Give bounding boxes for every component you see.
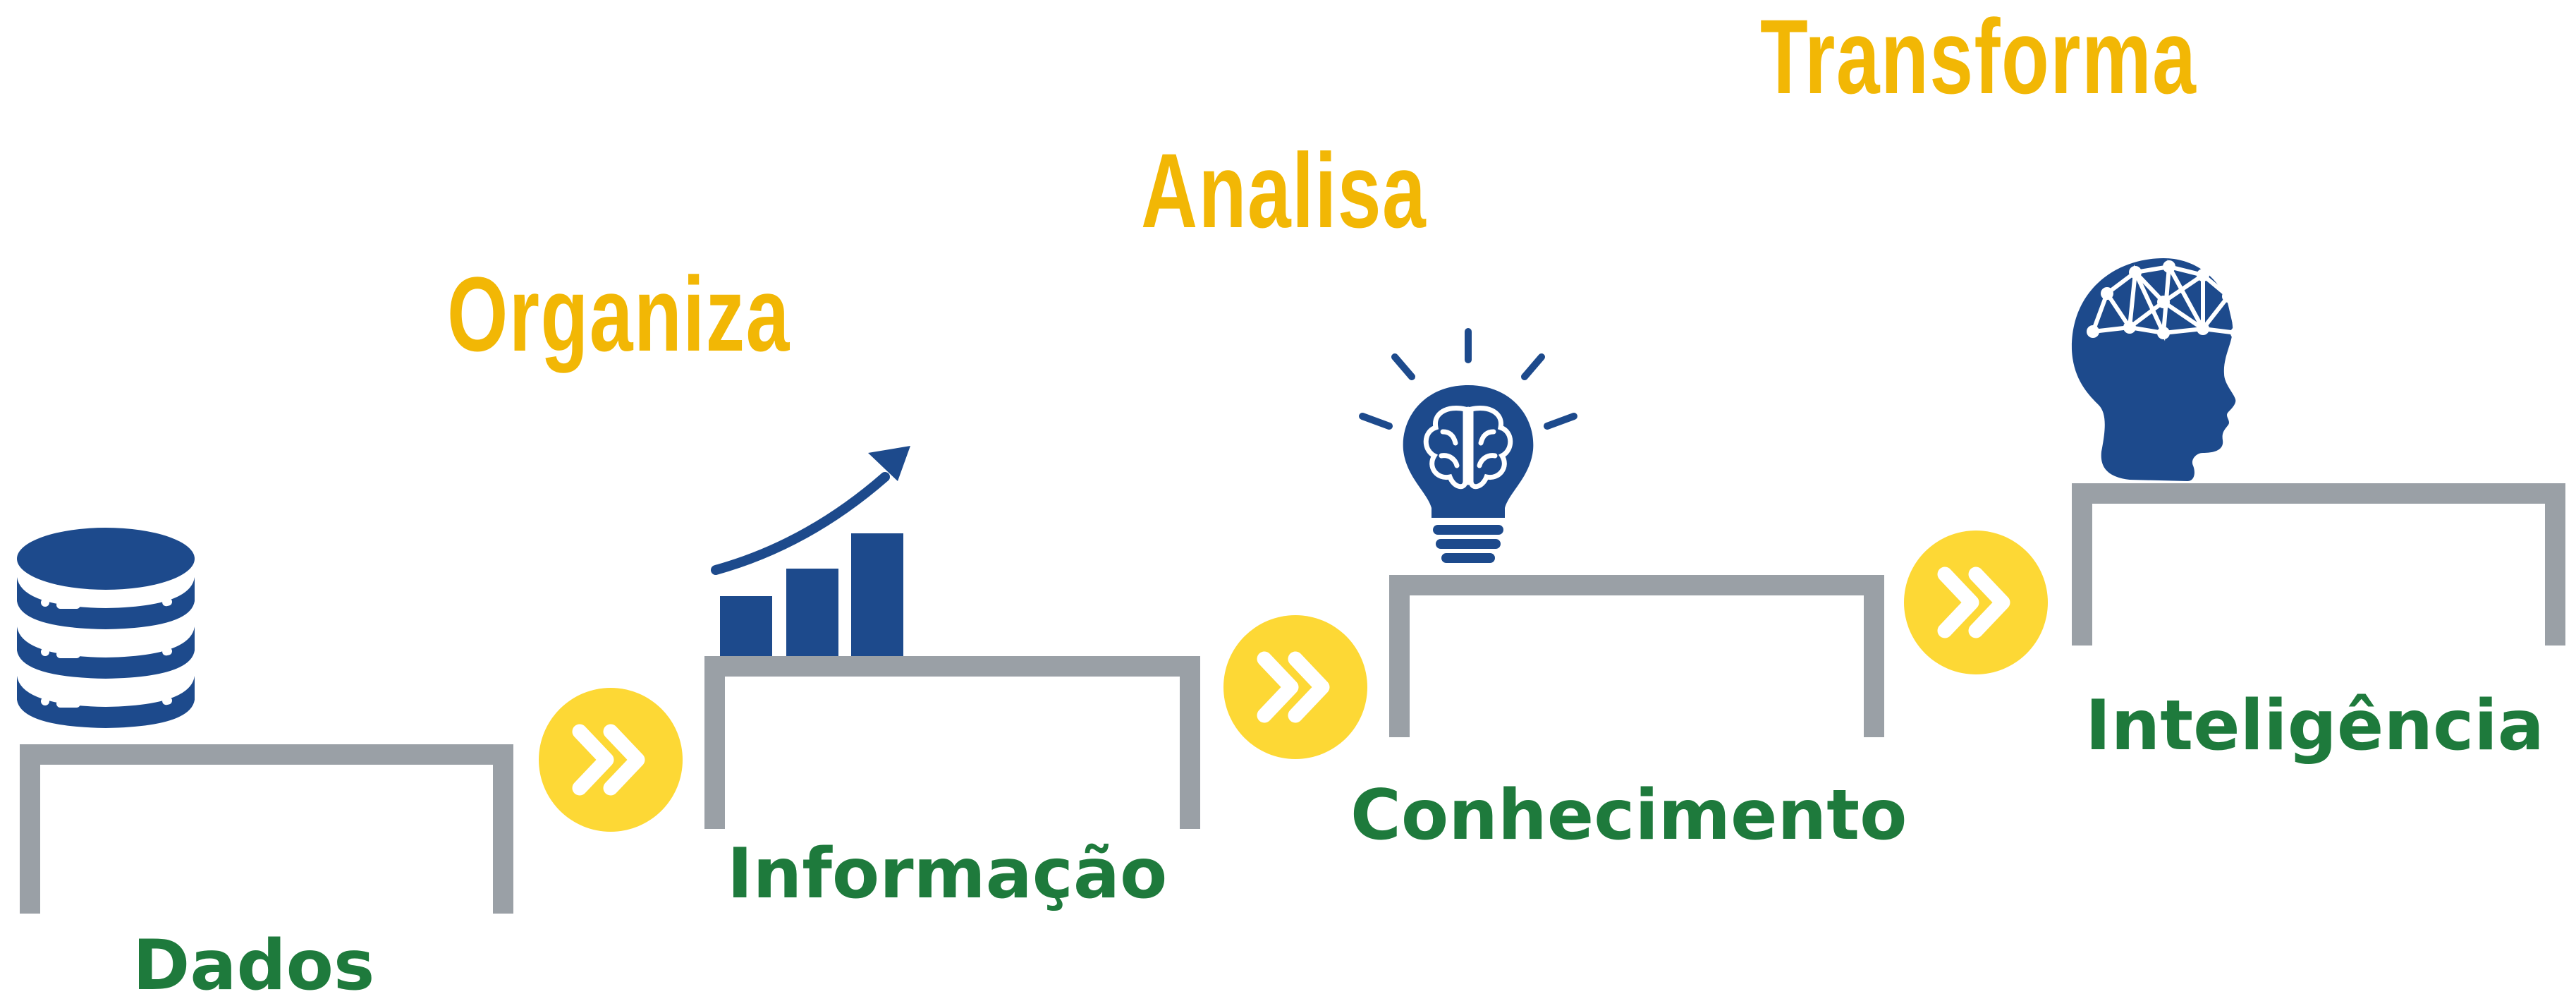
stage-label-inteligencia: Inteligência bbox=[2085, 686, 2544, 766]
next-step-arrow-2 bbox=[1223, 615, 1367, 759]
next-step-arrow-1 bbox=[539, 688, 683, 832]
verb-organiza: Organiza bbox=[447, 255, 790, 373]
step-table-informacao bbox=[704, 656, 1200, 829]
lightbulb-brain-icon bbox=[1359, 328, 1577, 563]
head-network-brain-icon bbox=[2071, 258, 2243, 481]
stage-label-informacao: Informação bbox=[727, 834, 1168, 914]
double-chevron-right-icon bbox=[1937, 566, 2010, 638]
next-step-arrow-3 bbox=[1904, 531, 2048, 674]
step-table-conhecimento bbox=[1389, 575, 1884, 737]
stage-label-dados: Dados bbox=[133, 926, 375, 1006]
step-table-inteligencia bbox=[2072, 483, 2565, 646]
verb-transforma: Transforma bbox=[1760, 0, 2197, 116]
double-chevron-right-icon bbox=[572, 724, 645, 796]
database-icon bbox=[17, 528, 195, 728]
stage-label-conhecimento: Conhecimento bbox=[1350, 775, 1907, 856]
bar-chart-growth-icon bbox=[711, 446, 910, 656]
verb-analisa: Analisa bbox=[1141, 131, 1427, 250]
double-chevron-right-icon bbox=[1257, 651, 1330, 723]
step-table-dados bbox=[20, 744, 513, 914]
